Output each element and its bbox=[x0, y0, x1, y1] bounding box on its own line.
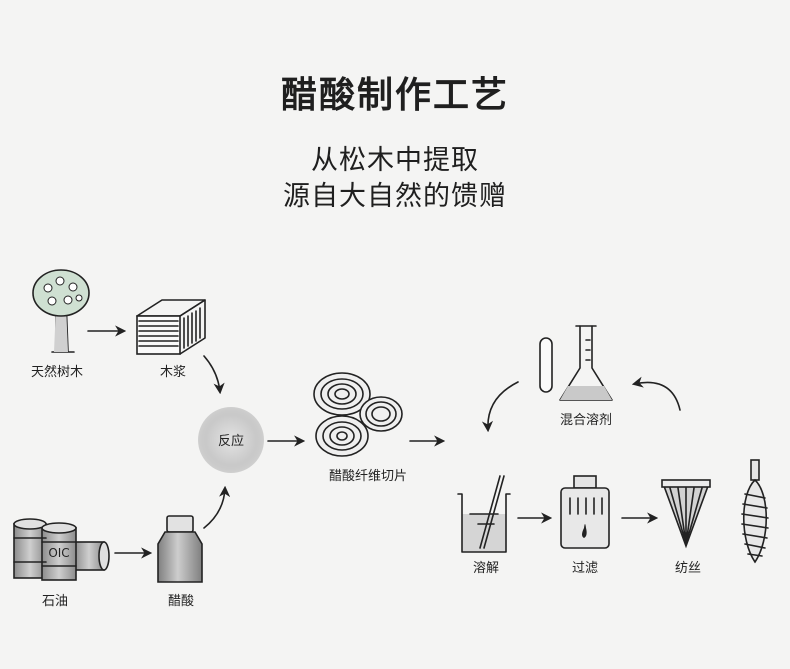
filter-icon bbox=[560, 475, 610, 549]
solvent-glassware-icon bbox=[539, 325, 613, 401]
oil-barrels-icon: OIC bbox=[13, 518, 110, 581]
label-pulp: 木浆 bbox=[160, 365, 186, 380]
spinneret-icon bbox=[661, 479, 711, 549]
label-spinning: 纺丝 bbox=[675, 561, 701, 576]
reaction-circle bbox=[198, 407, 264, 473]
label-reaction: 反应 bbox=[218, 433, 244, 449]
label-dissolve: 溶解 bbox=[473, 561, 499, 576]
arrow-solvent-to-dissolve bbox=[481, 381, 519, 433]
arrow-acid-to-reaction bbox=[203, 485, 231, 529]
label-acetic-acid: 醋酸 bbox=[168, 593, 194, 609]
arrow-pulp-to-reaction bbox=[203, 355, 225, 395]
yarn-bobbin-icon bbox=[741, 459, 769, 564]
tree-icon bbox=[32, 269, 90, 353]
label-solvent: 混合溶剂 bbox=[560, 413, 612, 428]
pulp-icon bbox=[136, 299, 206, 355]
subtitle-line-1: 从松木中提取 bbox=[311, 145, 479, 176]
page-title: 醋酸制作工艺 bbox=[280, 75, 509, 116]
subtitle-line-2: 源自大自然的馈赠 bbox=[283, 181, 507, 212]
label-acetate-chips: 醋酸纤维切片 bbox=[329, 468, 407, 484]
acid-bottle-icon bbox=[157, 515, 203, 583]
arrow-into-solvent bbox=[631, 376, 681, 411]
label-filter: 过滤 bbox=[572, 561, 598, 576]
label-tree: 天然树木 bbox=[31, 364, 83, 380]
acetate-chips-icon bbox=[313, 372, 403, 457]
label-petroleum: 石油 bbox=[42, 594, 68, 609]
barrel-text: OIC bbox=[48, 546, 69, 560]
beaker-icon bbox=[457, 475, 511, 553]
